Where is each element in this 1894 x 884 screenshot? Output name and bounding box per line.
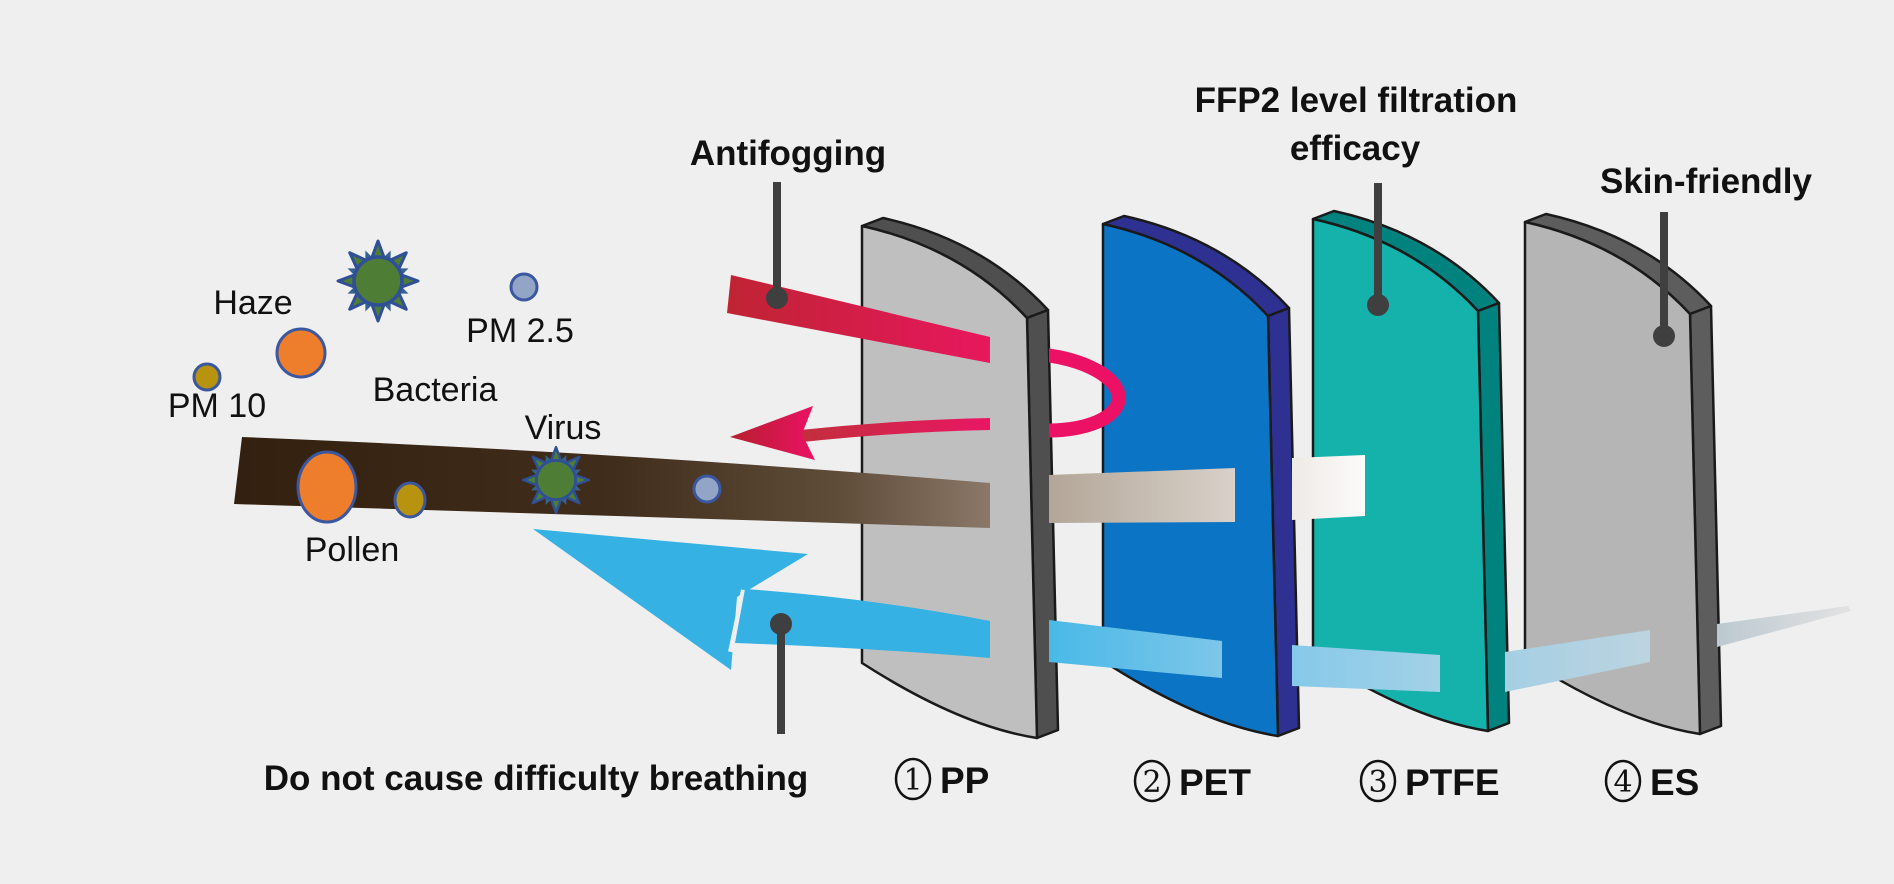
circled-number-1-icon [894,757,932,801]
layer-label-ptfe: 3 PTFE [1359,759,1500,803]
layer-label-pet: 2 PET [1133,759,1251,803]
pollen-particle-on-band [393,481,427,519]
layer-label-es: 4 ES [1604,759,1699,803]
layer-number-2: 2 [1142,765,1161,800]
pointer-dots [766,287,1675,635]
skin-friendly-label: Skin-friendly [1600,162,1813,201]
breathing-pointer-dot [770,613,792,635]
layer-name-pp: PP [940,760,989,801]
antifog-arrowhead [730,406,815,460]
layer-es-face [1523,220,1702,736]
clean-air-band-4 [1505,630,1650,692]
clean-air-band-3 [1292,645,1440,692]
bacteria-particle-on-band [296,450,358,524]
clean-air-arrow-notch [728,589,747,653]
skin-friendly-pointer-dot [1653,325,1675,347]
layer-name-ptfe: PTFE [1405,762,1500,803]
virus-icon-on-band [521,445,591,515]
layer-name-es: ES [1650,762,1699,803]
antifog-arrow-return [800,418,990,442]
breathing-label: Do not cause difficulty breathing [264,759,808,798]
ffp2-label-line1: FFP2 level filtration [1195,81,1518,120]
antifog-loop [1049,346,1126,438]
layer-number-1: 1 [903,763,922,798]
circled-number-4-icon [1604,759,1642,803]
clean-air-band-1 [735,589,990,658]
pm25-particle-on-band [692,474,722,504]
dirty-air-band-faded [1049,468,1235,523]
layer-label-pp: 1 PP [894,757,989,801]
antifogging-pointer-dot [766,287,788,309]
pm10-particle [192,362,222,392]
pointer-lines [773,182,1668,734]
ffp2-pointer-dot [1367,294,1389,316]
clean-air-band-tail [1717,606,1851,647]
dirty-air-band-filtered [1292,455,1365,520]
haze-label: Haze [213,284,292,322]
bacteria-particle [275,327,327,379]
circled-number-2-icon [1133,759,1171,803]
pm25-particle [509,272,539,302]
virus-icon-large [336,239,420,323]
virus-label: Virus [525,409,602,447]
pm10-label: PM 10 [168,387,266,425]
antifogging-label: Antifogging [690,134,886,173]
clean-air-band-2 [1049,620,1222,678]
bacteria-label: Bacteria [373,371,498,409]
clean-air-arrowhead [533,529,808,670]
layer-number-4: 4 [1613,765,1632,800]
antifog-arrow-in [727,275,990,363]
pm25-label: PM 2.5 [466,312,574,350]
layer-name-pet: PET [1179,762,1251,803]
layer-number-3: 3 [1368,765,1387,800]
pollen-label: Pollen [305,531,400,569]
ffp2-label-line2: efficacy [1290,129,1421,168]
circled-number-3-icon [1359,759,1397,803]
